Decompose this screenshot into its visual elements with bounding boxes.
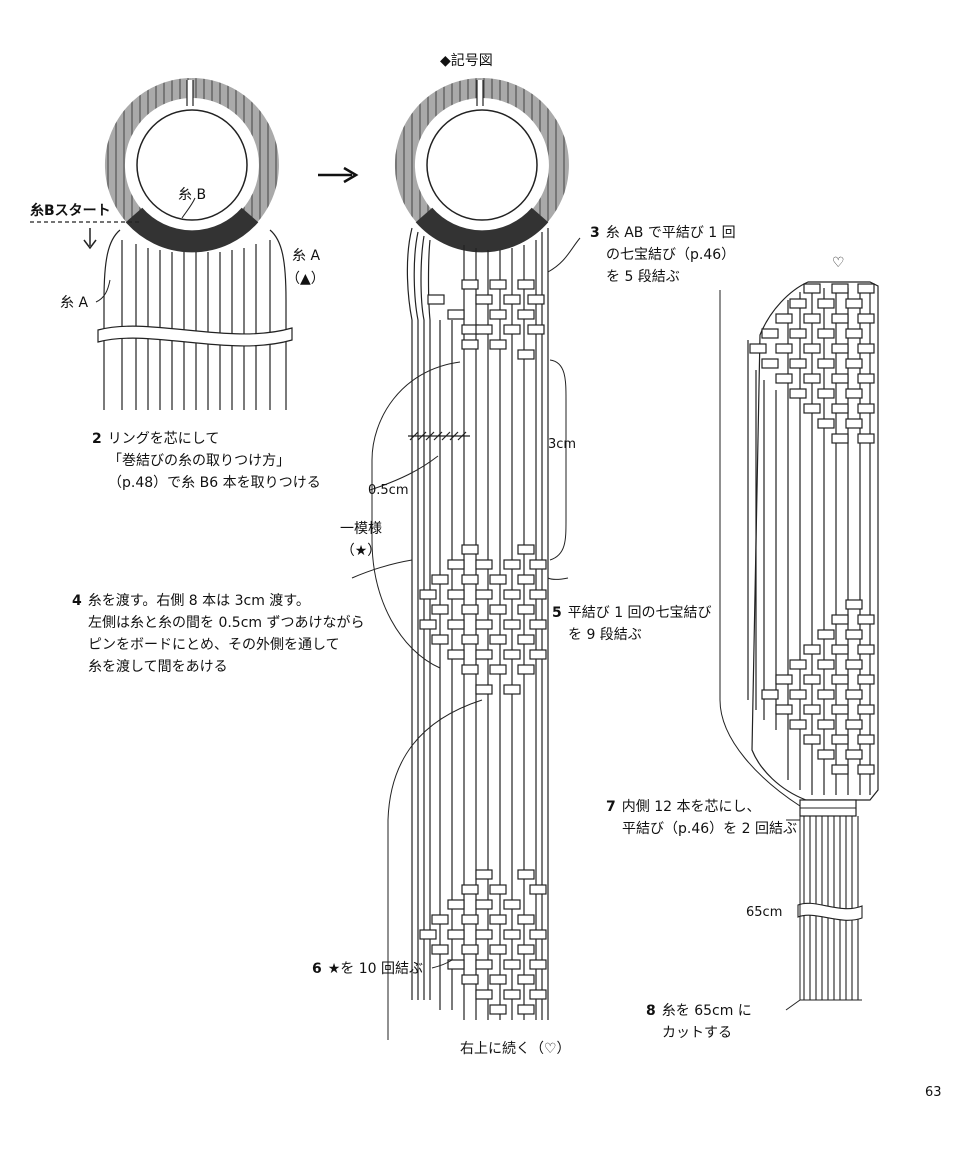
transition-arrow: [318, 166, 359, 184]
measure-0-5cm: 0.5cm: [368, 483, 409, 498]
step2-line2: 「巻結びの糸の取りつけ方」: [108, 453, 291, 469]
step2-number: 2: [92, 431, 102, 447]
left-ring-figure: [30, 78, 293, 410]
step8-text: 8 糸を 65cm に カットする: [646, 1000, 752, 1044]
step7-text: 7 内側 12 本を芯にし、 平結び（p.46）を 2 回結ぶ: [606, 796, 797, 840]
step8-line2: カットする: [662, 1025, 732, 1041]
pattern-label-line2: （★）: [340, 543, 382, 559]
bracket-3cm: [549, 359, 567, 561]
step3-number: 3: [590, 225, 600, 241]
page-number: 63: [925, 1085, 942, 1100]
step3-text: 3 糸 AB で平結び 1 回 の七宝結び（p.46） を 5 段結ぶ: [590, 222, 736, 288]
step7-line2: 平結び（p.46）を 2 回結ぶ: [622, 821, 797, 837]
heart-mark: ♡: [832, 255, 845, 271]
leader-lines: [351, 237, 581, 1040]
measure-3cm: 3cm: [548, 437, 577, 452]
step7-number: 7: [606, 799, 616, 815]
measure-65cm: 65cm: [746, 905, 783, 920]
ito-a-right-label: 糸 A: [292, 248, 321, 264]
step8-line1: 糸を 65cm に: [661, 1003, 752, 1019]
step6-number: 6: [312, 961, 322, 977]
step2-line1: リングを芯にして: [107, 431, 220, 447]
step5-text: 5 平結び 1 回の七宝結び を 9 段結ぶ: [552, 602, 712, 646]
step3-line2: の七宝結び（p.46）: [606, 247, 736, 263]
step4-text: 4 糸を渡す。右側 8 本は 3cm 渡す。 左側は糸と糸の間を 0.5cm ずつ…: [72, 590, 365, 678]
step2-text: 2 リングを芯にして 「巻結びの糸の取りつけ方」 （p.48）で糸 B6 本を取り…: [92, 428, 321, 494]
ito-b-label: 糸 B: [178, 187, 207, 203]
pattern-label-line1: 一模様: [340, 521, 382, 537]
ito-b-start-label: 糸Bスタート: [30, 203, 111, 219]
step6-line1: ★を 10 回結ぶ: [327, 961, 424, 977]
knot-grid-middle: [419, 544, 547, 695]
center-ring-figure: [394, 78, 569, 253]
pattern-label: 一模様 （★）: [340, 518, 382, 562]
step4-line1: 糸を渡す。右側 8 本は 3cm 渡す。: [87, 593, 310, 609]
right-cord-panel: [719, 281, 879, 1011]
diagram-title: ◆記号図: [440, 53, 493, 69]
step5-line1: 平結び 1 回の七宝結び: [567, 605, 712, 621]
step2-line3: （p.48）で糸 B6 本を取りつける: [108, 475, 321, 491]
pin-marks: [408, 431, 470, 441]
step4-line3: ピンをボードにとめ、その外側を通して: [88, 637, 340, 653]
step3-line3: を 5 段結ぶ: [606, 269, 680, 285]
step4-line4: 糸を渡して間をあける: [88, 659, 228, 675]
step5-line2: を 9 段結ぶ: [568, 627, 642, 643]
step5-number: 5: [552, 605, 562, 621]
knot-grid-bottom: [419, 869, 547, 1015]
pattern-bracket: [371, 361, 461, 669]
step4-line2: 左側は糸と糸の間を 0.5cm ずつあけながら: [88, 615, 365, 631]
step6-text: 6 ★を 10 回結ぶ: [312, 958, 423, 980]
ito-a-right-mark: （▲）: [286, 271, 325, 287]
ito-a-left-label: 糸 A: [60, 295, 89, 311]
step4-number: 4: [72, 593, 82, 609]
continue-label: 右上に続く（♡）: [460, 1041, 571, 1057]
knot-grid-top: [427, 279, 545, 360]
step8-number: 8: [646, 1003, 656, 1019]
step7-line1: 内側 12 本を芯にし、: [621, 799, 761, 815]
step3-line1: 糸 AB で平結び 1 回: [605, 225, 736, 241]
